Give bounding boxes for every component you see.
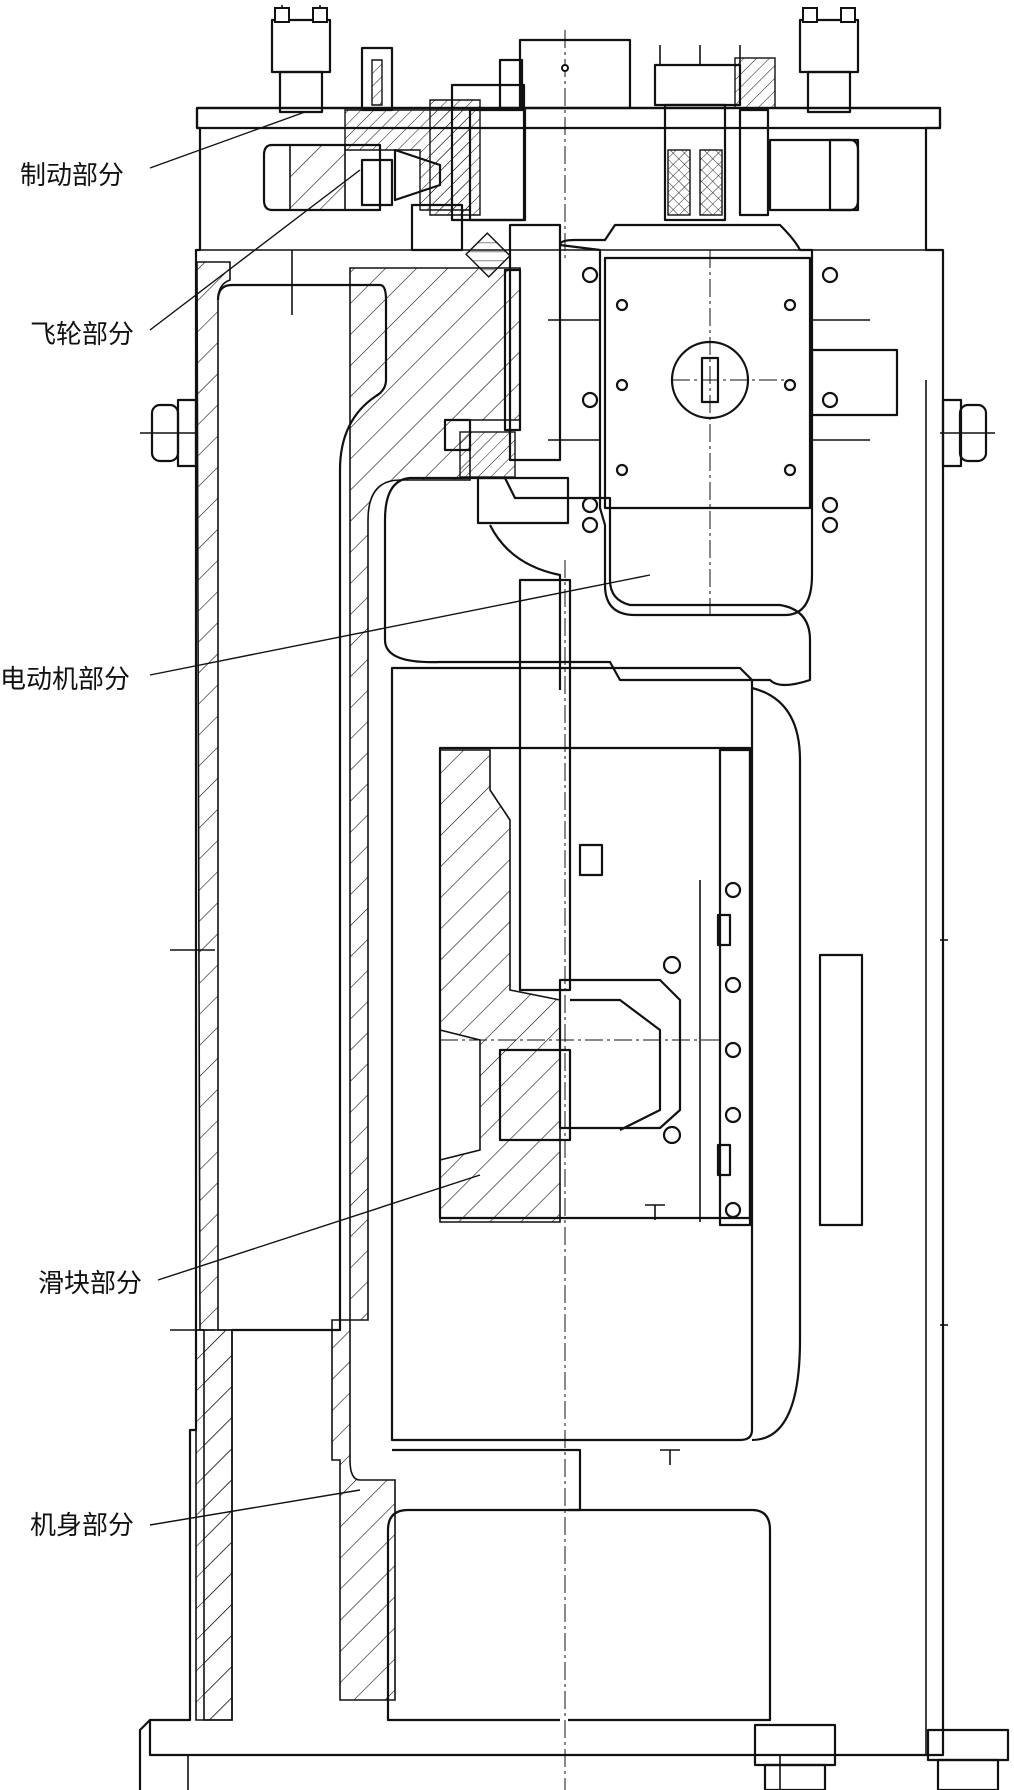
body-label: 机身部分 — [30, 1511, 134, 1541]
flywheel-label: 飞轮部分 — [30, 320, 134, 350]
slider-assembly — [438, 560, 752, 1790]
slider-guide-bolts — [662, 881, 742, 1219]
motor-label: 电动机部分 — [0, 665, 130, 695]
flywheel-assembly — [410, 203, 570, 690]
slider-label: 滑块部分 — [38, 1269, 142, 1299]
flywheel-label-group: 飞轮部分 — [30, 169, 361, 350]
motor-label-group: 电动机部分 — [0, 574, 651, 695]
motor-assembly — [548, 223, 899, 620]
motor-bolts — [548, 266, 870, 534]
right-handwheel — [940, 398, 995, 468]
brake-label-group: 制动部分 — [20, 111, 306, 191]
brake-label: 制动部分 — [20, 161, 124, 191]
slider-label-group: 滑块部分 — [38, 1174, 481, 1299]
brake-assembly — [195, 5, 942, 260]
left-handwheel — [140, 398, 198, 468]
machine-frame — [138, 106, 1010, 1790]
body-label-group: 机身部分 — [30, 1489, 361, 1541]
